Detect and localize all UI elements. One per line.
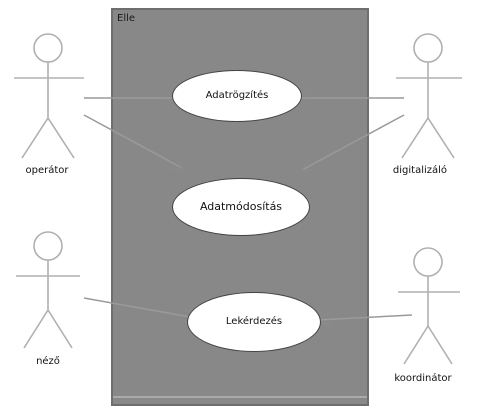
actor-koordinator-figure [398, 247, 460, 365]
system-divider [113, 396, 367, 398]
usecase-middle: Adatmódosítás [172, 178, 310, 236]
usecase-top: Adatrögzítés [172, 70, 302, 122]
actor-label-digitalizalo: digitalizáló [392, 165, 448, 176]
actor-nezo-figure [16, 231, 80, 349]
actor-label-operator: operátor [25, 165, 69, 176]
actor-digitalizalo-figure [396, 33, 462, 159]
actor-label-nezo: néző [36, 356, 60, 367]
system-title: Elle [117, 13, 136, 24]
assoc-operator-middle [83, 114, 182, 168]
actor-label-koordinator: koordinátor [394, 373, 452, 384]
actor-operator-figure [14, 33, 84, 159]
assoc-koord-bottom [318, 315, 413, 320]
assoc-nezo-bottom [83, 297, 196, 318]
usecase-bottom: Lekérdezés [187, 292, 321, 352]
assoc-digit-middle [302, 114, 405, 170]
